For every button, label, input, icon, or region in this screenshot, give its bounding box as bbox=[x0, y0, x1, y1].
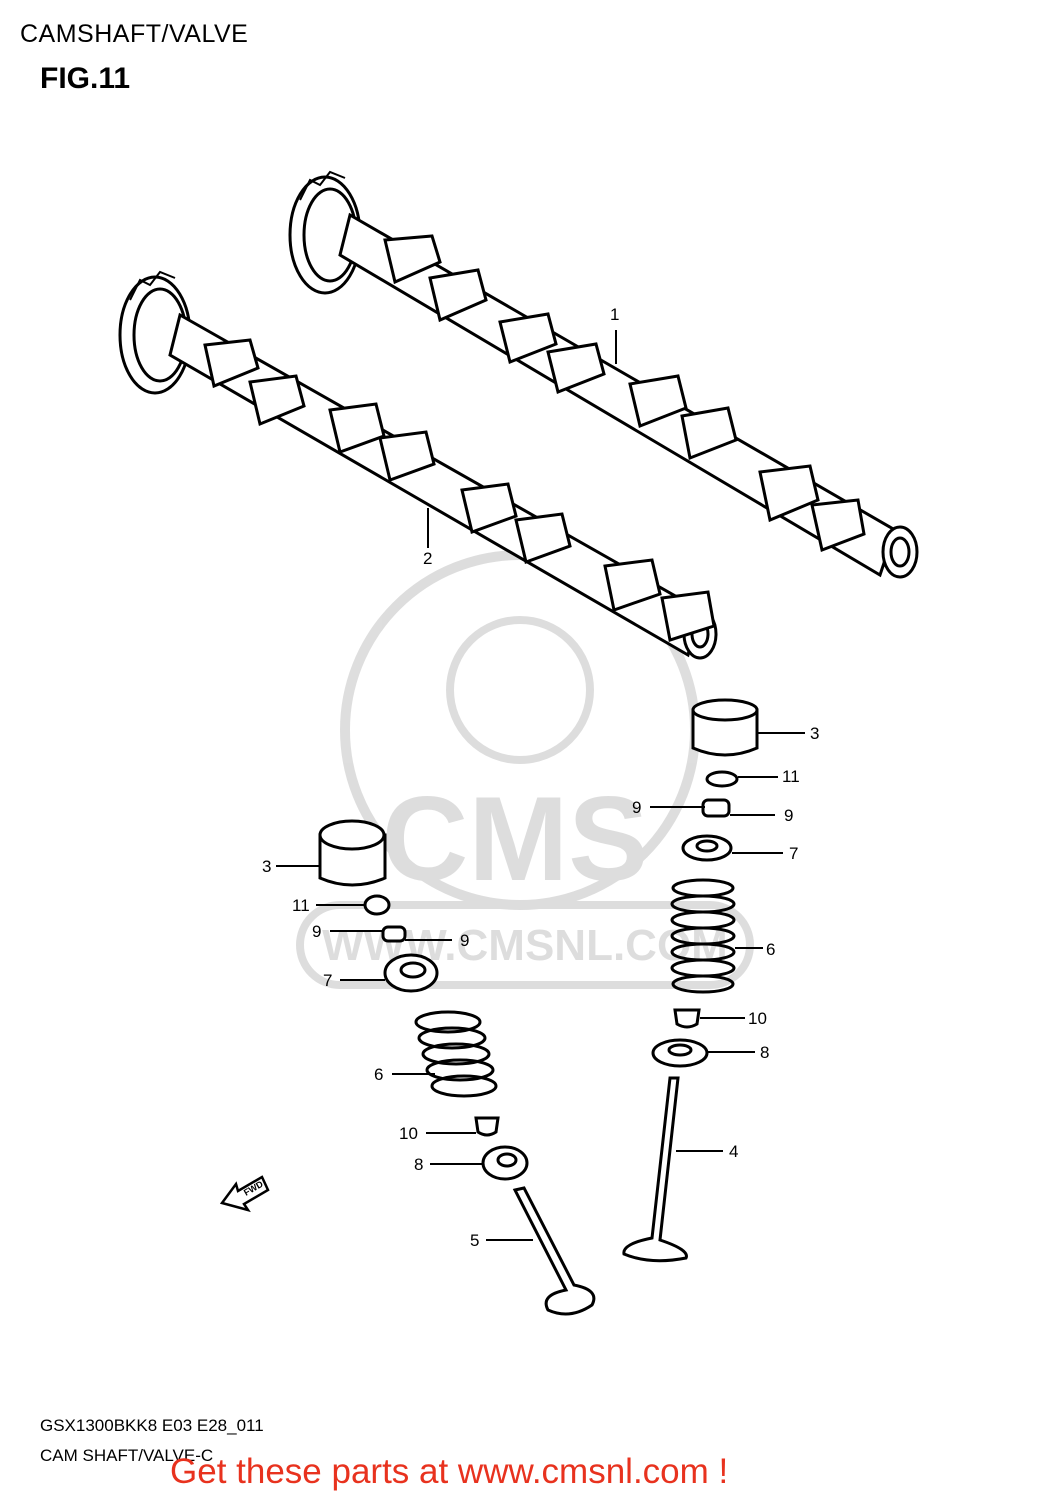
callout-cotter-right-a: 9 bbox=[632, 798, 641, 817]
valve-intake bbox=[512, 1186, 596, 1316]
callout-shim-left: 11 bbox=[292, 896, 310, 915]
seal-right bbox=[673, 1008, 701, 1029]
camshaft-2 bbox=[118, 270, 718, 660]
model-code: GSX1300BKK8 E03 E28_011 bbox=[40, 1416, 264, 1435]
watermark-brand: CMS bbox=[382, 772, 649, 906]
callout-tappet-left: 3 bbox=[262, 857, 271, 876]
tappet-right bbox=[691, 708, 759, 757]
callout-camshaft-2: 2 bbox=[423, 549, 432, 568]
fwd-arrow-icon: FWD bbox=[219, 1175, 270, 1213]
callout-spring-right: 6 bbox=[766, 940, 775, 959]
ad-link[interactable]: Get these parts at www.cmsnl.com ! bbox=[170, 1452, 729, 1491]
callout-seat-left: 8 bbox=[414, 1155, 423, 1174]
callout-retainer-right: 7 bbox=[789, 844, 798, 863]
callout-cotter-right-b: 9 bbox=[784, 806, 793, 825]
shim-right bbox=[705, 770, 739, 788]
callout-seat-right: 8 bbox=[760, 1043, 769, 1062]
valve-train-right bbox=[622, 698, 759, 1263]
callout-shim-right: 11 bbox=[782, 767, 800, 786]
valve-exhaust bbox=[622, 1076, 688, 1263]
callout-cotter-left-b: 9 bbox=[460, 931, 469, 950]
valve-train-left bbox=[318, 819, 596, 1316]
leader-lines bbox=[276, 330, 805, 1241]
shim-left bbox=[363, 894, 391, 916]
callout-retainer-left: 7 bbox=[323, 971, 332, 990]
camshaft-1 bbox=[288, 170, 919, 579]
spring-left bbox=[414, 1010, 498, 1098]
page-title: CAMSHAFT/VALVE bbox=[20, 20, 249, 48]
figure-label: FIG.11 bbox=[40, 62, 131, 95]
cotter-left bbox=[381, 925, 407, 943]
cotter-right bbox=[701, 798, 731, 818]
callout-camshaft-1: 1 bbox=[610, 305, 619, 324]
callout-cotter-left-a: 9 bbox=[312, 922, 321, 941]
seal-left bbox=[474, 1116, 500, 1137]
callout-valve-exhaust: 4 bbox=[729, 1142, 738, 1161]
callout-seal-left: 10 bbox=[399, 1124, 418, 1143]
callout-seal-right: 10 bbox=[748, 1009, 767, 1028]
diagram-caption: CAM SHAFT/VALVE-C bbox=[40, 1446, 214, 1465]
callout-spring-left: 6 bbox=[374, 1065, 383, 1084]
callout-tappet-right: 3 bbox=[810, 724, 819, 743]
spring-right bbox=[670, 878, 736, 994]
callout-valve-intake: 5 bbox=[470, 1231, 479, 1250]
